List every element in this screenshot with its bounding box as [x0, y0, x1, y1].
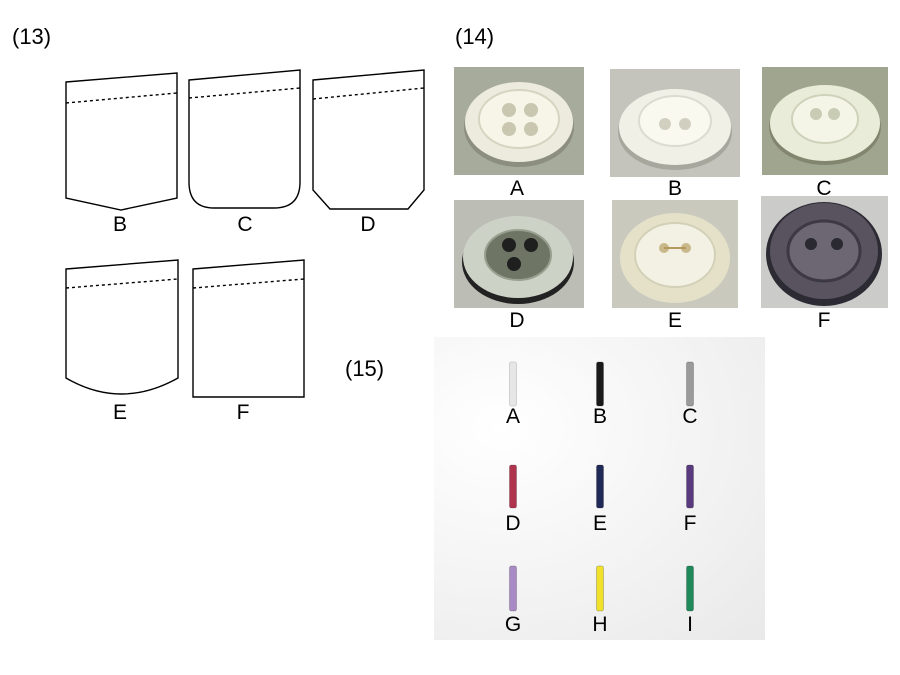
- stitch-label-c: C: [682, 405, 698, 428]
- pocket-label-b: B: [112, 213, 127, 236]
- stitch-label-b: B: [592, 405, 607, 428]
- button-label-b: B: [667, 177, 682, 200]
- pocket-b-shape: [65, 72, 178, 211]
- stitch-b: [596, 361, 604, 407]
- stitch-g: [509, 565, 517, 612]
- stitch-label-h: H: [592, 613, 608, 636]
- button-photo-b: [610, 69, 740, 177]
- pocket-label-f: F: [236, 401, 250, 424]
- stitch-a: [509, 361, 517, 407]
- button-label-d: D: [509, 309, 525, 332]
- stitch-c: [686, 361, 694, 407]
- stitch-label-a: A: [505, 405, 520, 428]
- stitch-label-d: D: [505, 512, 521, 535]
- pocket-f-shape: [192, 259, 305, 398]
- stitch-label-e: E: [592, 512, 607, 535]
- stitch-h: [596, 565, 604, 612]
- pocket-label-e: E: [112, 401, 127, 424]
- button-photo-f: [761, 196, 888, 308]
- button-photo-e: [612, 200, 738, 308]
- pocket-shapes-diagram: [65, 69, 425, 398]
- stitch-e: [596, 464, 604, 509]
- stitch-label-i: I: [687, 613, 693, 636]
- pocket-e-shape: [65, 259, 179, 395]
- button-photo-d: [454, 200, 584, 308]
- pocket-c-shape: [188, 69, 301, 209]
- pocket-d-shape: [312, 69, 425, 210]
- stitch-d: [509, 464, 517, 509]
- pocket-label-d: D: [360, 213, 376, 236]
- stitch-f: [686, 464, 694, 509]
- section-15-label: (15): [345, 356, 385, 381]
- button-label-c: C: [816, 177, 832, 200]
- stitch-label-f: F: [683, 512, 697, 535]
- button-photo-c: [762, 67, 888, 175]
- button-label-f: F: [817, 309, 831, 332]
- stitch-i: [686, 565, 694, 612]
- section-13-label: (13): [12, 24, 52, 49]
- section-14-label: (14): [455, 24, 495, 49]
- button-photo-a: [454, 67, 584, 175]
- button-label-a: A: [509, 177, 524, 200]
- pocket-label-c: C: [237, 213, 253, 236]
- stitch-label-g: G: [504, 613, 522, 636]
- button-label-e: E: [667, 309, 682, 332]
